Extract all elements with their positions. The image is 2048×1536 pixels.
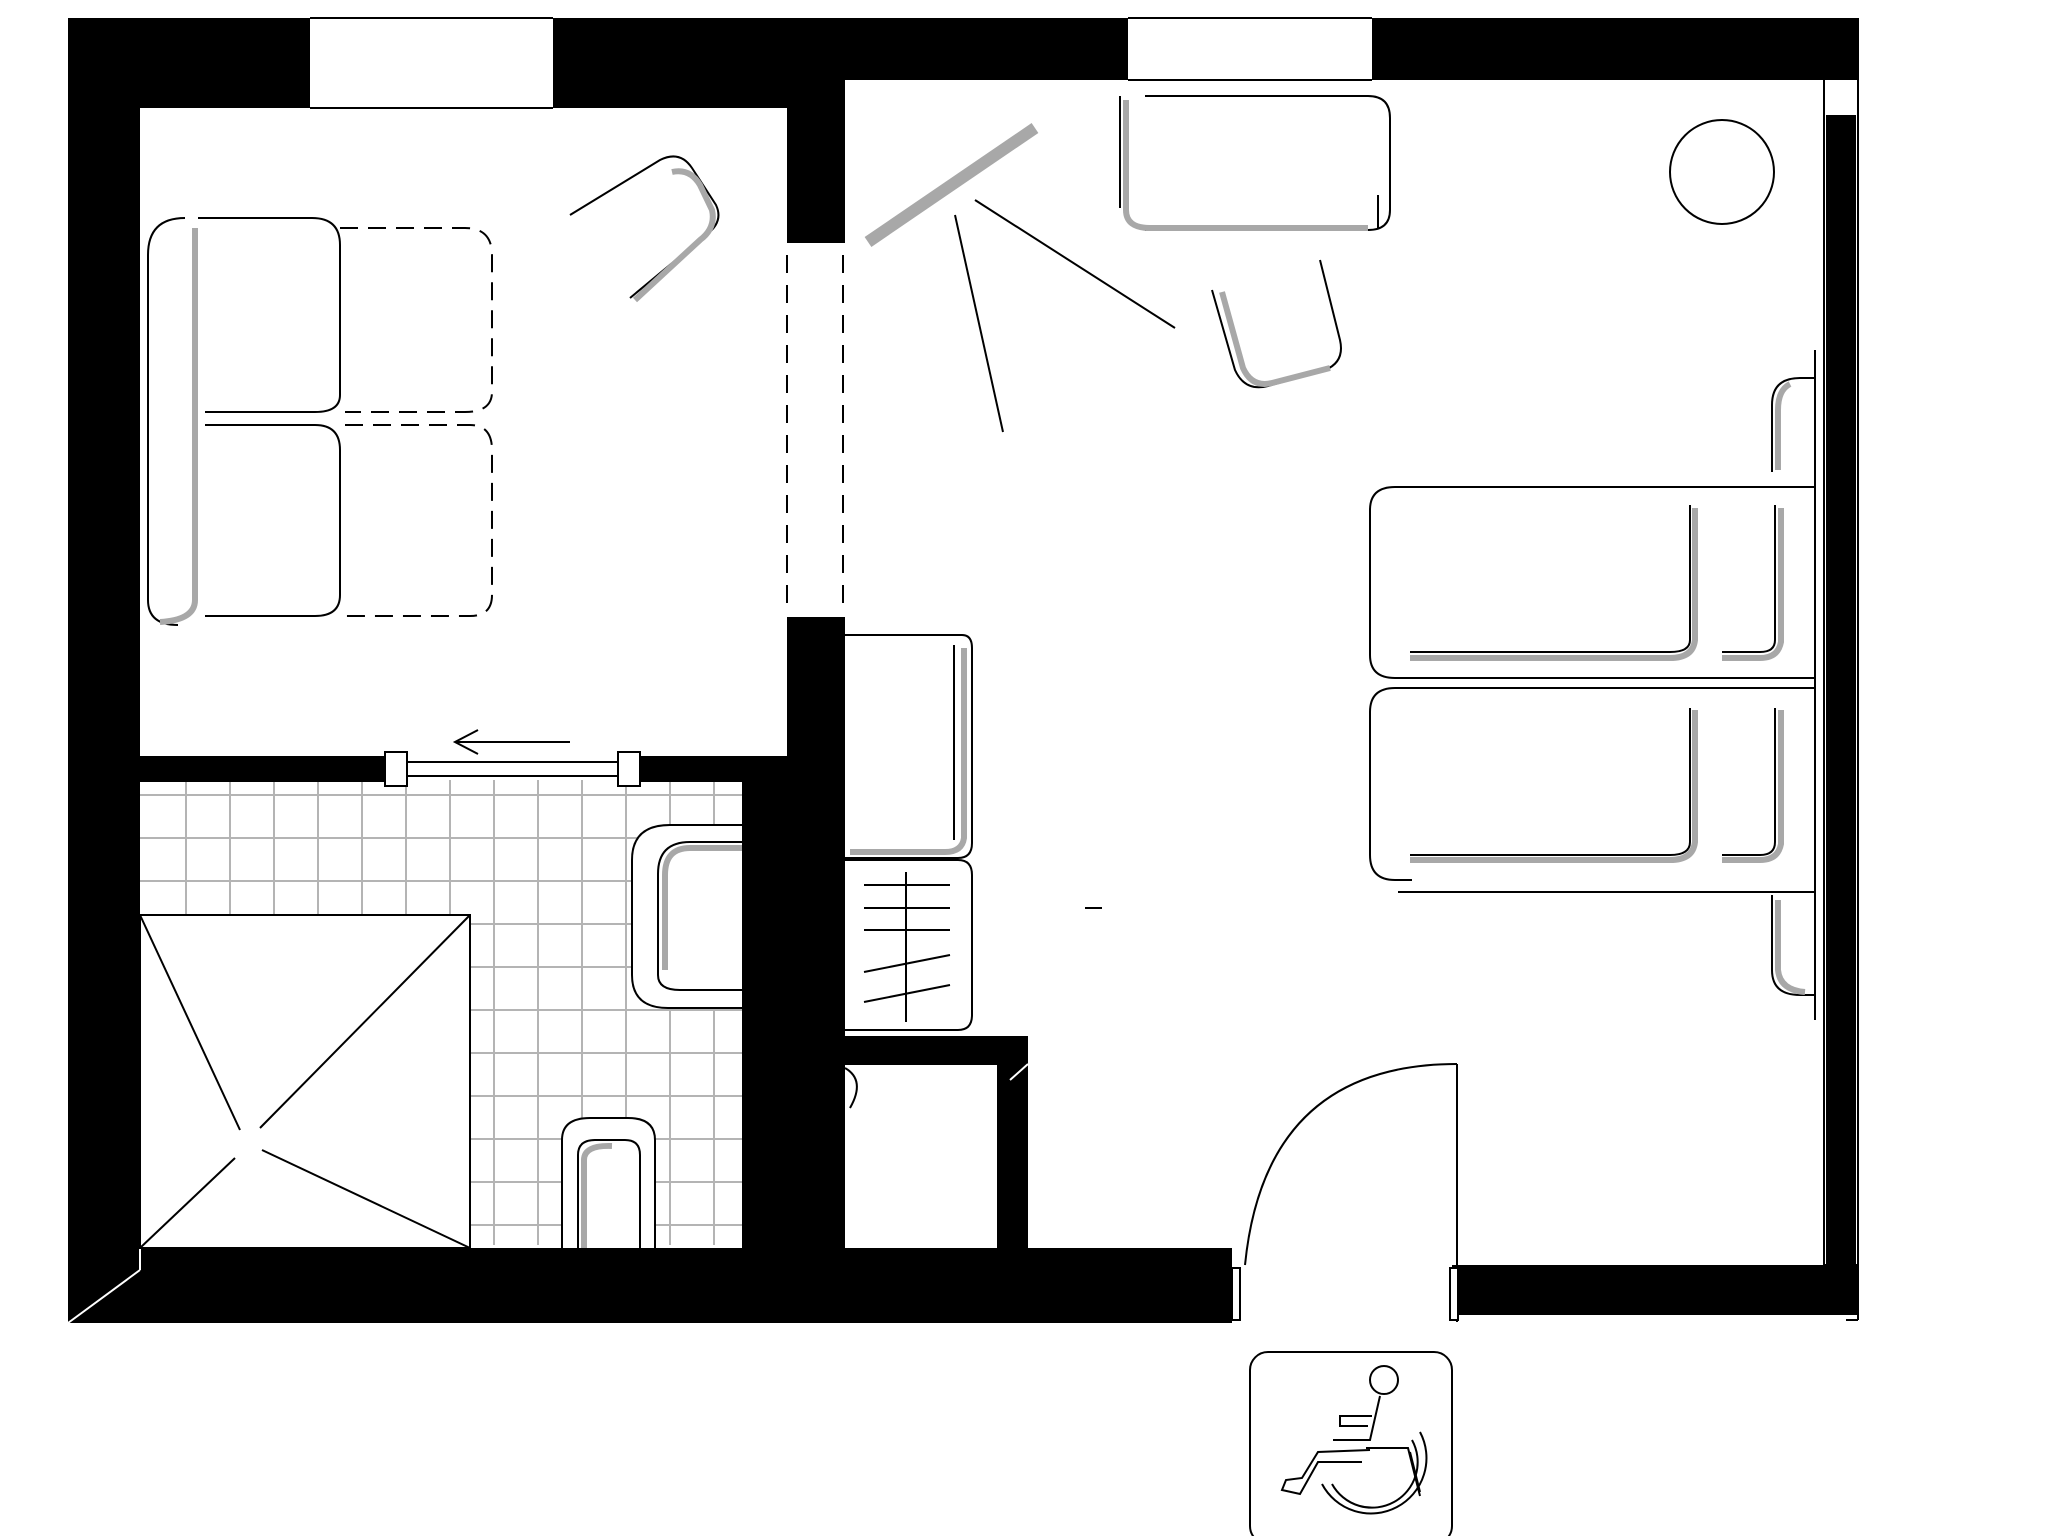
wall-center-lower <box>787 617 845 1272</box>
beds <box>1369 350 1816 1020</box>
walls <box>68 18 1857 1323</box>
toilet <box>561 1117 656 1248</box>
wall-bevels <box>67 1063 1029 1324</box>
wall-bathroom-top-a <box>140 756 385 782</box>
wall-top-right-b <box>1372 18 1857 80</box>
kitchenette-counter <box>845 634 973 859</box>
armchair <box>569 155 720 303</box>
wall-right <box>1826 115 1856 1275</box>
wall-bottom-right <box>1452 1265 1857 1315</box>
entrance-door <box>1231 1063 1459 1322</box>
wheelchair-icon <box>1249 1351 1453 1536</box>
bed-lower <box>1369 687 1815 893</box>
wall-bathroom-right <box>742 782 792 1262</box>
wall-top-right-a <box>845 18 1128 80</box>
window-casement <box>864 123 1176 433</box>
wall-closet-top <box>845 1036 1028 1064</box>
bed-upper <box>1369 486 1815 679</box>
closet <box>845 1063 999 1275</box>
wall-left <box>68 18 140 1323</box>
door-swing-arc <box>1244 1063 1458 1266</box>
open-doorway <box>786 255 844 615</box>
sliding-door <box>384 729 641 787</box>
chair-angled <box>1211 259 1342 389</box>
table <box>1119 95 1391 231</box>
wall-center-upper <box>787 18 845 243</box>
stove <box>845 859 973 1031</box>
wall-bottom-left <box>68 1248 1232 1323</box>
closet-door-arc <box>844 1067 858 1109</box>
wall-bathroom-top-b <box>625 756 787 782</box>
windows <box>310 17 1859 1321</box>
shower <box>139 914 471 1249</box>
sofa <box>147 217 493 626</box>
wall-closet-side <box>998 1036 1028 1266</box>
bathroom-sink <box>631 824 742 1009</box>
round-plant <box>1669 119 1775 225</box>
